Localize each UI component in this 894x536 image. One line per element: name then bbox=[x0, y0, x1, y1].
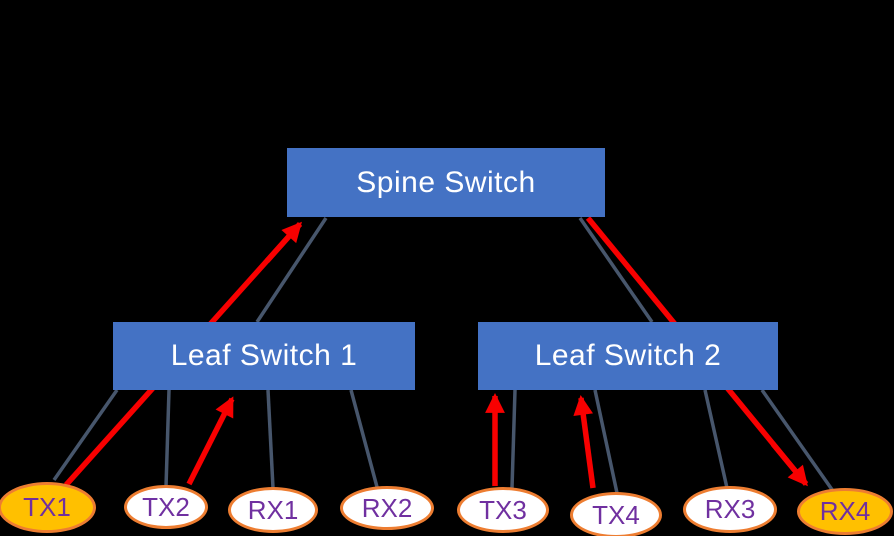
leaf-switch-2-node: Leaf Switch 2 bbox=[478, 322, 778, 390]
endpoint-tx4-label: TX4 bbox=[592, 499, 640, 530]
endpoint-rx1: RX1 bbox=[228, 487, 318, 533]
link-spine-leaf1 bbox=[255, 217, 328, 323]
spine-switch-node: Spine Switch bbox=[287, 148, 605, 217]
link-spine-leaf2 bbox=[578, 217, 654, 323]
endpoint-rx1-label: RX1 bbox=[247, 494, 299, 525]
endpoint-rx2: RX2 bbox=[340, 486, 434, 530]
link-leaf2-rx3 bbox=[703, 389, 729, 489]
leaf-switch-1-node: Leaf Switch 1 bbox=[113, 322, 415, 390]
endpoint-tx3-label: TX3 bbox=[479, 494, 527, 525]
link-leaf1-rx2 bbox=[349, 389, 379, 488]
endpoint-rx4: RX4 bbox=[797, 488, 893, 535]
endpoint-tx1-label: TX1 bbox=[23, 492, 71, 522]
endpoint-tx4: TX4 bbox=[570, 492, 662, 536]
link-leaf2-tx4 bbox=[593, 389, 619, 494]
leaf-switch-1-label: Leaf Switch 1 bbox=[170, 339, 358, 372]
endpoint-tx2: TX2 bbox=[124, 485, 208, 529]
endpoint-tx2-label: TX2 bbox=[142, 491, 190, 522]
endpoint-tx3: TX3 bbox=[457, 487, 549, 533]
endpoint-rx3: RX3 bbox=[683, 486, 777, 533]
link-leaf2-rx4 bbox=[760, 388, 835, 493]
leaf-switch-2-label: Leaf Switch 2 bbox=[534, 339, 722, 372]
spine-switch-label: Spine Switch bbox=[356, 165, 536, 199]
endpoint-rx4-label: RX4 bbox=[819, 496, 871, 526]
endpoint-rx3-label: RX3 bbox=[704, 494, 756, 524]
link-leaf1-tx1 bbox=[52, 388, 119, 482]
link-leaf2-tx3 bbox=[510, 389, 517, 489]
endpoint-rx2-label: RX2 bbox=[361, 492, 413, 523]
link-leaf1-tx2 bbox=[164, 389, 171, 488]
endpoint-tx1: TX1 bbox=[0, 482, 96, 533]
link-leaf1-rx1 bbox=[266, 389, 275, 489]
